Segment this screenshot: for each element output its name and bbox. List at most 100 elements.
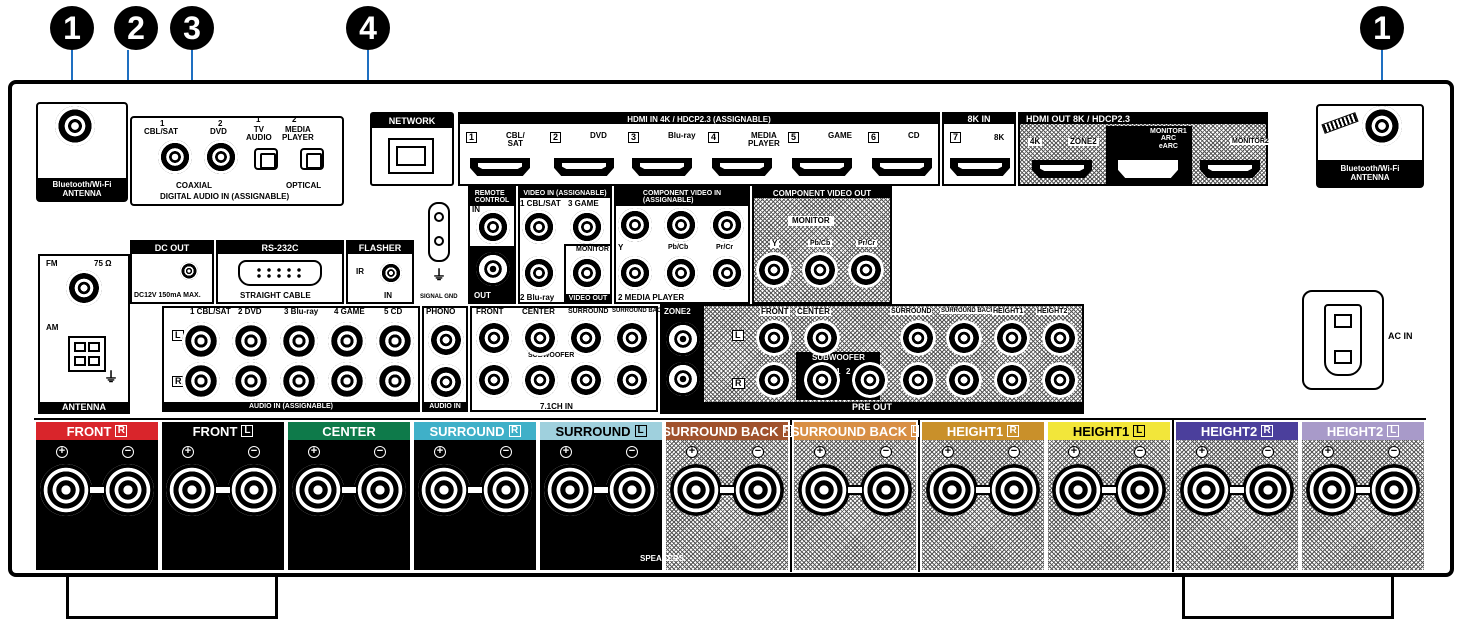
preout-bottom-jack-1[interactable]: [756, 362, 792, 398]
remote-out-jack[interactable]: [476, 252, 510, 286]
audio-in-4-r-jack[interactable]: [328, 362, 366, 400]
speaker-terminal-plus-1[interactable]: [40, 464, 92, 516]
hdmi-out-zone2-port[interactable]: [1032, 160, 1092, 178]
zone2-l-jack[interactable]: [666, 322, 700, 356]
speaker-terminal-minus-10[interactable]: [1242, 464, 1294, 516]
ch71-bottom-jack-2[interactable]: [522, 362, 558, 398]
component-in-2-y[interactable]: [618, 256, 652, 290]
phono-l-jack[interactable]: [428, 322, 464, 358]
speaker-terminal-minus-1[interactable]: [102, 464, 154, 516]
speaker-terminal-plus-11[interactable]: [1306, 464, 1358, 516]
audio-in-3-r-jack[interactable]: [280, 362, 318, 400]
preout-top-jack-4[interactable]: [946, 320, 982, 356]
video-out-jack[interactable]: [570, 256, 604, 290]
preout-top-jack-6[interactable]: [1042, 320, 1078, 356]
hdmi-in-5-port[interactable]: [792, 158, 852, 176]
hdmi-in-4-port[interactable]: [712, 158, 772, 176]
speaker-terminal-minus-8[interactable]: [988, 464, 1040, 516]
component-out-y-jack[interactable]: [756, 252, 792, 288]
ch71-top-jack-3[interactable]: [568, 320, 604, 356]
hdmi-in-6-port[interactable]: [872, 158, 932, 176]
video-in-2-jack[interactable]: [522, 256, 556, 290]
remote-in-jack[interactable]: [476, 210, 510, 244]
preout-bottom-jack-2[interactable]: [804, 362, 840, 398]
hdmi-in-7-port[interactable]: [950, 158, 1010, 176]
am-antenna-terminal[interactable]: [68, 336, 106, 372]
speaker-name-5: SURROUND: [555, 423, 631, 439]
optical-input-2[interactable]: [300, 148, 324, 170]
audio-in-5-l-jack[interactable]: [376, 322, 414, 360]
speaker-terminal-minus-5[interactable]: [606, 464, 658, 516]
audio-in-4-l-jack[interactable]: [328, 322, 366, 360]
speaker-terminal-minus-3[interactable]: [354, 464, 406, 516]
speaker-terminal-minus-6[interactable]: [732, 464, 784, 516]
ch71-top-jack-1[interactable]: [476, 320, 512, 356]
speaker-terminal-minus-7[interactable]: [860, 464, 912, 516]
preout-top-jack-5[interactable]: [994, 320, 1030, 356]
ac-in-outlet[interactable]: [1302, 290, 1384, 390]
component-out-pr-jack[interactable]: [848, 252, 884, 288]
speaker-terminal-plus-5[interactable]: [544, 464, 596, 516]
preout-bottom-jack-5[interactable]: [946, 362, 982, 398]
video-in-1-jack[interactable]: [522, 210, 556, 244]
audio-in-5-r-jack[interactable]: [376, 362, 414, 400]
ch71-bottom-jack-4[interactable]: [614, 362, 650, 398]
hdmi-out-monitor2-port[interactable]: [1200, 160, 1260, 178]
speaker-name-6: SURROUND BACK: [662, 423, 779, 439]
audio-in-1-l-jack[interactable]: [182, 322, 220, 360]
bt-antenna-connector-left[interactable]: [55, 106, 95, 146]
phono-r-jack[interactable]: [428, 364, 464, 400]
ch71-bottom-jack-1[interactable]: [476, 362, 512, 398]
speaker-terminal-plus-3[interactable]: [292, 464, 344, 516]
ch71-bottom-jack-3[interactable]: [568, 362, 604, 398]
signal-gnd-terminal[interactable]: [428, 202, 450, 262]
speaker-terminal-plus-9[interactable]: [1052, 464, 1104, 516]
audio-in-3-l-jack[interactable]: [280, 322, 318, 360]
flasher-jack[interactable]: [380, 262, 402, 284]
coaxial-input-1[interactable]: [158, 140, 192, 174]
coaxial-input-2[interactable]: [204, 140, 238, 174]
ch71-top-jack-4[interactable]: [614, 320, 650, 356]
hdmi-in-2-port[interactable]: [554, 158, 614, 176]
ethernet-port[interactable]: [388, 138, 434, 174]
component-in-1-pb[interactable]: [664, 208, 698, 242]
preout-bottom-jack-4[interactable]: [900, 362, 936, 398]
speaker-terminal-minus-4[interactable]: [480, 464, 532, 516]
preout-bottom-jack-3[interactable]: [852, 362, 888, 398]
bt-antenna-connector-right[interactable]: [1362, 106, 1402, 146]
component-in-2-pb[interactable]: [664, 256, 698, 290]
component-in-2-pr[interactable]: [710, 256, 744, 290]
audio-in-1-r-jack[interactable]: [182, 362, 220, 400]
hdmi-in-3-port[interactable]: [632, 158, 692, 176]
audio-in-2-l-jack[interactable]: [232, 322, 270, 360]
speaker-terminal-plus-10[interactable]: [1180, 464, 1232, 516]
speaker-terminal-plus-7[interactable]: [798, 464, 850, 516]
speaker-terminal-plus-4[interactable]: [418, 464, 470, 516]
speaker-terminal-plus-8[interactable]: [926, 464, 978, 516]
hdmi-in-1-port[interactable]: [470, 158, 530, 176]
audio-in-2-r-jack[interactable]: [232, 362, 270, 400]
speaker-terminal-plus-2[interactable]: [166, 464, 218, 516]
speaker-terminal-minus-2[interactable]: [228, 464, 280, 516]
hdmi-out-monitor1-port[interactable]: [1118, 160, 1178, 178]
video-in-3-jack[interactable]: [570, 210, 604, 244]
ch71-top-jack-2[interactable]: [522, 320, 558, 356]
component-in-1-pr[interactable]: [710, 208, 744, 242]
preout-top-jack-1[interactable]: [756, 320, 792, 356]
speaker-terminal-plus-6[interactable]: [670, 464, 722, 516]
preout-bottom-jack-7[interactable]: [1042, 362, 1078, 398]
preout-top-jack-2[interactable]: [804, 320, 840, 356]
speaker-terminal-minus-9[interactable]: [1114, 464, 1166, 516]
fm-antenna-jack[interactable]: [66, 270, 102, 306]
component-in-1-y[interactable]: [618, 208, 652, 242]
preout-bottom-jack-6[interactable]: [994, 362, 1030, 398]
speaker-terminal-minus-11[interactable]: [1368, 464, 1420, 516]
optical-input-1[interactable]: [254, 148, 278, 170]
rs232c-port[interactable]: [238, 260, 322, 286]
dc-out-jack[interactable]: [180, 262, 198, 280]
component-out-pb-jack[interactable]: [802, 252, 838, 288]
preout-top-jack-3[interactable]: [900, 320, 936, 356]
zone2-r-jack[interactable]: [666, 362, 700, 396]
